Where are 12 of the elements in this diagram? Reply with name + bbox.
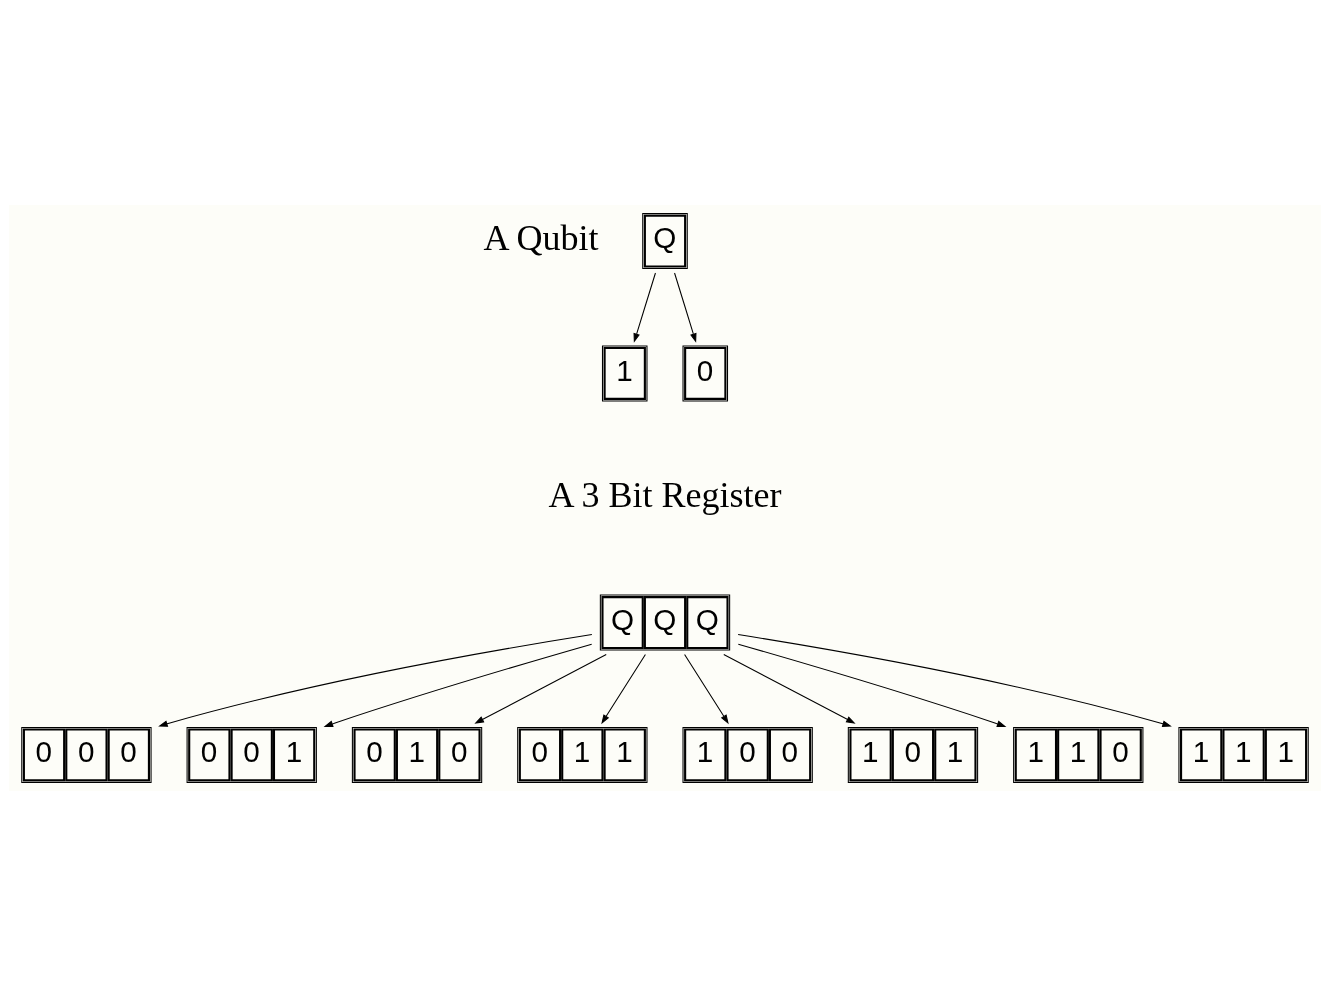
arrow: [474, 653, 607, 724]
arrow: [601, 653, 646, 725]
label: A Qubit: [483, 218, 599, 259]
arrow: [633, 272, 656, 343]
arrow: [684, 653, 729, 725]
arrow: [737, 643, 1007, 727]
label: A 3 Bit Register: [548, 475, 782, 516]
arrow: [158, 634, 593, 727]
arrow: [737, 634, 1172, 727]
arrow: [723, 653, 856, 724]
arrow: [674, 272, 697, 343]
arrow: [323, 643, 593, 727]
